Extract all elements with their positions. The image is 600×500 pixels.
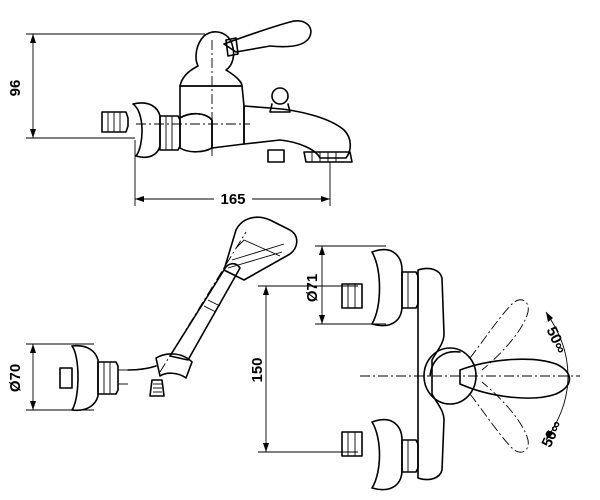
dimension-shower-mount <box>26 343 94 411</box>
hand-shower-view: Ø70 <box>7 216 298 412</box>
dimension-label-shower-mount: Ø70 <box>7 364 24 392</box>
dimension-label-length: 165 <box>220 191 245 208</box>
angle-label-top: 50∞ <box>543 324 570 356</box>
dimension-label-height: 96 <box>7 80 24 97</box>
dimension-height <box>26 33 205 139</box>
angle-label-bottom: 50∞ <box>538 418 565 450</box>
dimension-center-distance <box>258 285 358 453</box>
front-view-mixer: Ø71 150 <box>249 245 580 491</box>
dimension-label-center-distance: 150 <box>249 357 266 382</box>
side-view-mixer: 96 <box>7 20 353 208</box>
dimension-label-wall-flange: Ø71 <box>304 274 321 302</box>
